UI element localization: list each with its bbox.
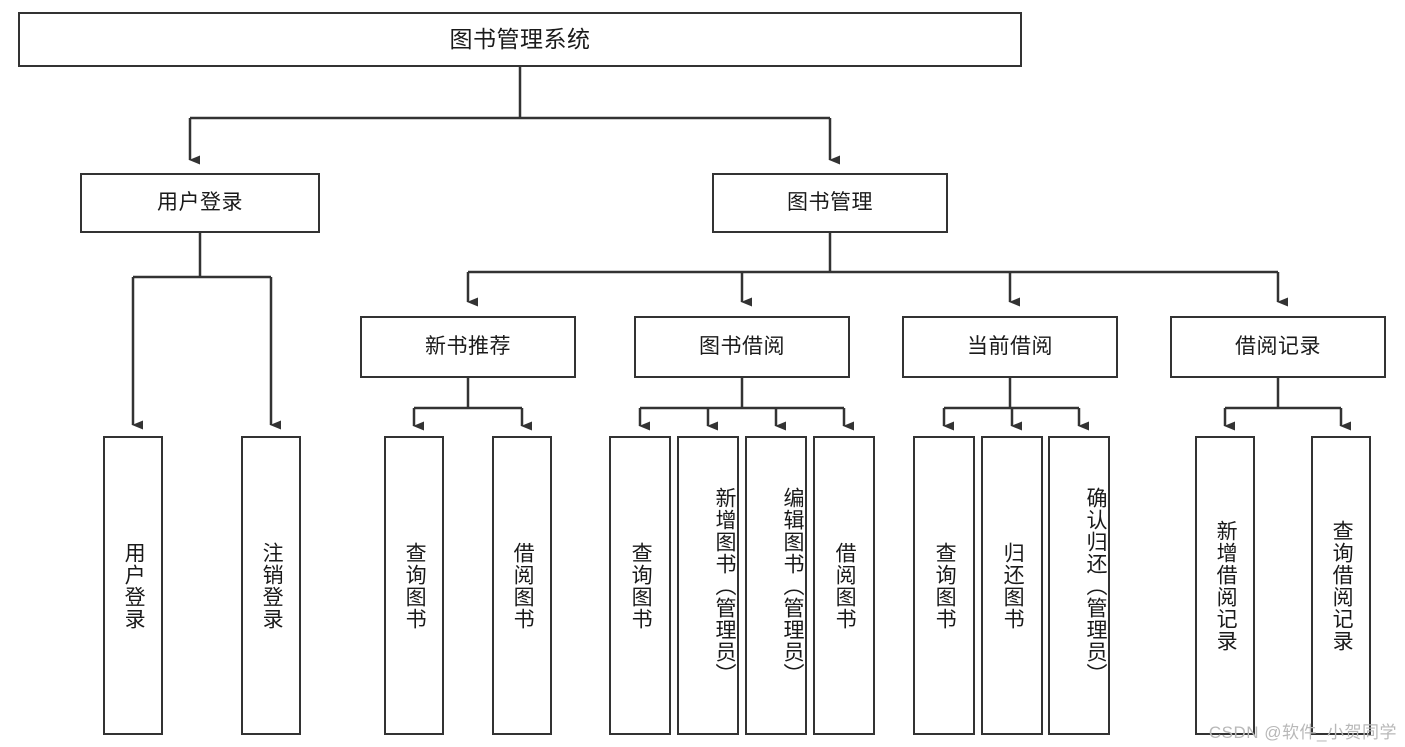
node-label: 图书管理系统 — [449, 25, 591, 52]
node-label: 用户登录 — [157, 191, 243, 215]
node-leaf-currentborrow-return-book[interactable]: 归还图书 — [981, 436, 1043, 735]
node-label: 新增图书（管理员） — [713, 486, 736, 685]
node-leaf-bookborrow-add-book-admin[interactable]: 新增图书（管理员） — [677, 436, 739, 735]
node-label: 新增借阅记录 — [1214, 519, 1238, 652]
node-label: 新书推荐 — [425, 335, 511, 359]
node-label: 查询借阅记录 — [1330, 519, 1354, 652]
node-root-book-management-system[interactable]: 图书管理系统 — [18, 12, 1022, 67]
node-book-borrow[interactable]: 图书借阅 — [634, 316, 850, 378]
node-current-borrow[interactable]: 当前借阅 — [902, 316, 1118, 378]
node-label: 当前借阅 — [967, 335, 1053, 359]
node-leaf-bookborrow-query-book[interactable]: 查询图书 — [609, 436, 671, 735]
node-leaf-borrowrecord-add-record[interactable]: 新增借阅记录 — [1195, 436, 1255, 735]
node-label: 借阅图书 — [833, 541, 857, 630]
node-label: 确认归还（管理员） — [1084, 486, 1107, 685]
node-leaf-borrowrecord-query-record[interactable]: 查询借阅记录 — [1311, 436, 1371, 735]
node-user-login[interactable]: 用户登录 — [80, 173, 320, 233]
node-label: 编辑图书（管理员） — [781, 486, 804, 685]
node-leaf-user-login[interactable]: 用户登录 — [103, 436, 163, 735]
node-label: 图书管理 — [787, 191, 873, 215]
node-label: 注销登录 — [260, 541, 284, 630]
node-leaf-currentborrow-confirm-return-admin[interactable]: 确认归还（管理员） — [1048, 436, 1110, 735]
node-leaf-newbook-borrow-book[interactable]: 借阅图书 — [492, 436, 552, 735]
node-label: 查询图书 — [629, 541, 653, 630]
node-label: 用户登录 — [122, 541, 146, 630]
node-borrow-record[interactable]: 借阅记录 — [1170, 316, 1386, 378]
node-label: 查询图书 — [403, 541, 427, 630]
node-label: 归还图书 — [1001, 541, 1025, 630]
node-leaf-newbook-query-book[interactable]: 查询图书 — [384, 436, 444, 735]
node-leaf-bookborrow-edit-book-admin[interactable]: 编辑图书（管理员） — [745, 436, 807, 735]
node-book-management[interactable]: 图书管理 — [712, 173, 948, 233]
node-label: 查询图书 — [933, 541, 957, 630]
node-new-book-recommend[interactable]: 新书推荐 — [360, 316, 576, 378]
node-leaf-bookborrow-borrow-book[interactable]: 借阅图书 — [813, 436, 875, 735]
node-label: 借阅图书 — [511, 541, 535, 630]
node-leaf-logout-login[interactable]: 注销登录 — [241, 436, 301, 735]
node-leaf-currentborrow-query-book[interactable]: 查询图书 — [913, 436, 975, 735]
node-label: 图书借阅 — [699, 335, 785, 359]
node-label: 借阅记录 — [1235, 335, 1321, 359]
